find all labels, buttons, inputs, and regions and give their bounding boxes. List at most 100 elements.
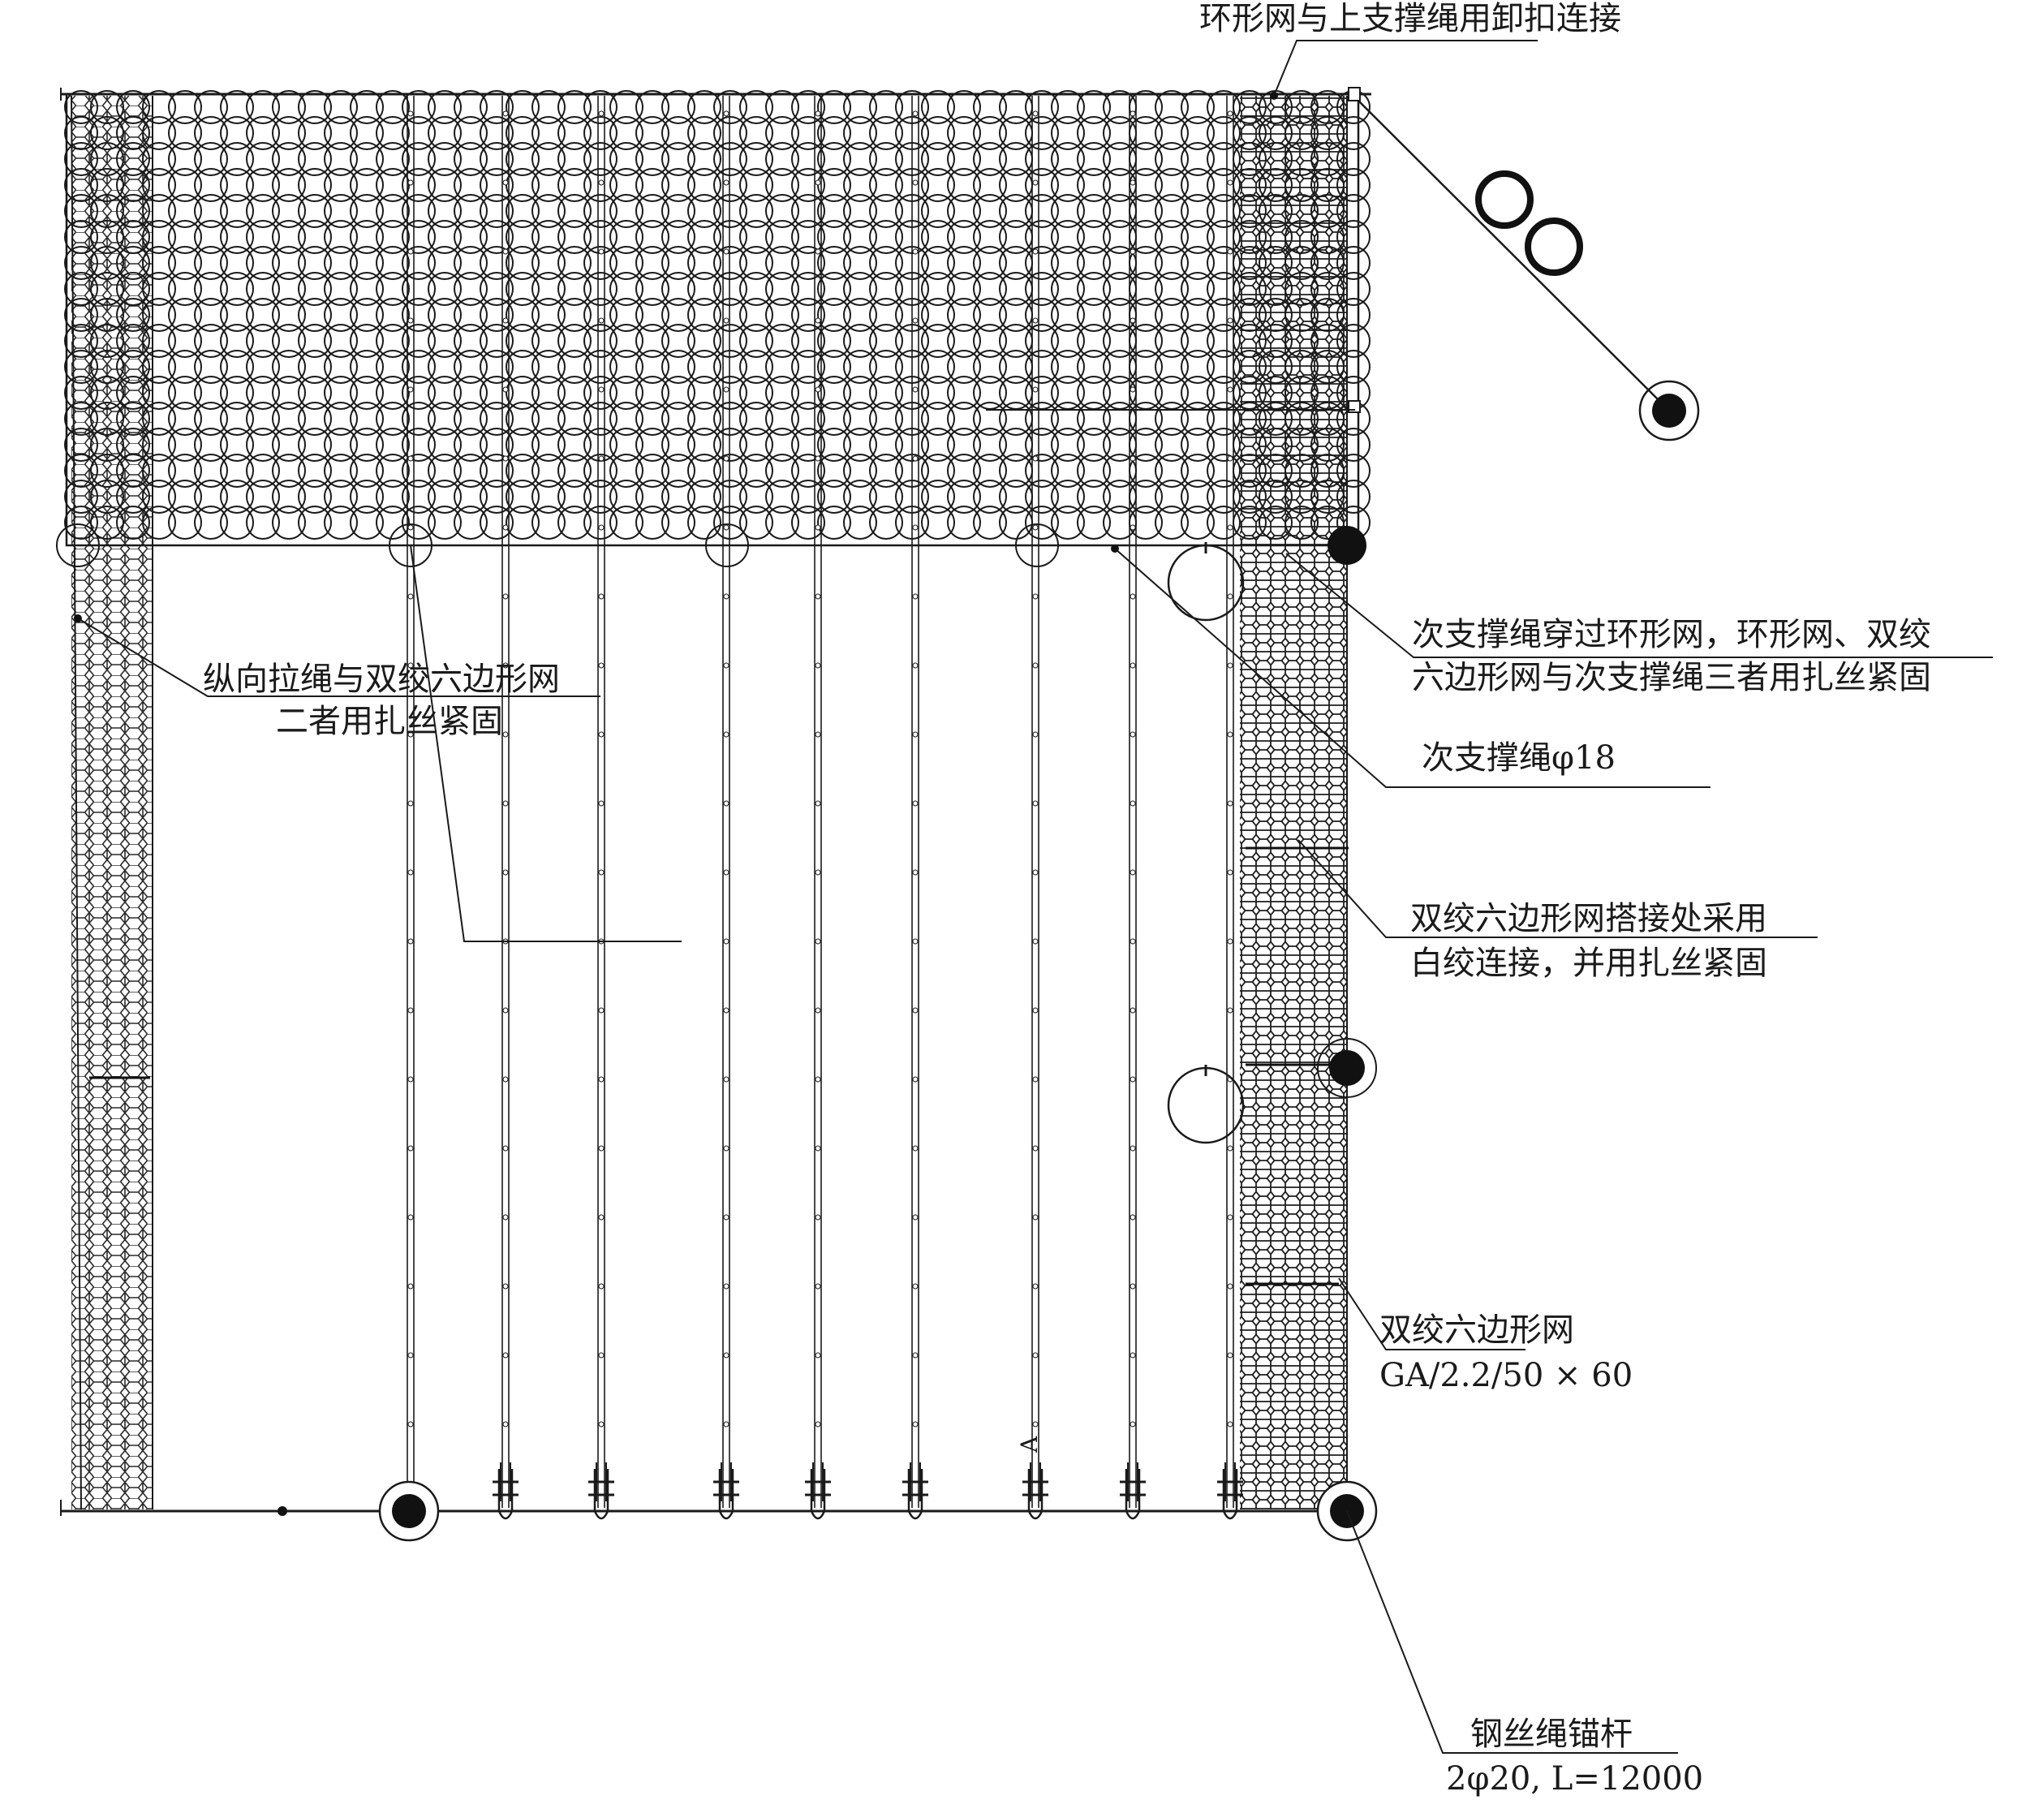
ring xyxy=(90,376,124,410)
ring xyxy=(713,142,747,176)
ring xyxy=(973,480,1007,514)
ring xyxy=(168,220,202,254)
ring xyxy=(142,194,176,228)
rope-tie-point xyxy=(1032,455,1039,462)
ring xyxy=(298,506,332,540)
anchor-right-mid xyxy=(1317,1038,1377,1098)
ring xyxy=(1284,506,1319,540)
ring xyxy=(1336,272,1371,306)
ring xyxy=(921,428,955,462)
rope-tie-point xyxy=(1032,662,1039,669)
ring xyxy=(1155,298,1189,332)
ring xyxy=(869,142,903,176)
ring xyxy=(531,116,566,150)
ring xyxy=(246,168,280,202)
ring xyxy=(999,116,1033,150)
ring xyxy=(583,272,618,306)
rope-tie-point xyxy=(815,1214,821,1221)
ring xyxy=(298,246,332,280)
ring xyxy=(272,454,306,488)
ring xyxy=(480,272,514,306)
rope-tie-point xyxy=(723,524,729,531)
rope-tie-point xyxy=(1227,800,1233,807)
ring xyxy=(869,428,903,462)
ring xyxy=(583,350,618,384)
label-anchor-line2: 2φ20, L=12000 xyxy=(1446,1760,1703,1798)
rope-tie-point xyxy=(912,1352,919,1359)
ring xyxy=(583,194,618,228)
rope-tie-point xyxy=(912,1421,919,1428)
ring xyxy=(999,506,1033,540)
ring xyxy=(869,480,903,514)
ring xyxy=(168,402,202,436)
ring xyxy=(1336,168,1371,202)
ring xyxy=(1077,272,1111,306)
rope-tie-point xyxy=(1227,317,1233,324)
ring xyxy=(869,90,903,124)
ring xyxy=(324,506,358,540)
rope-tie-point xyxy=(1032,731,1039,738)
ring xyxy=(64,272,98,306)
rope-tie-point xyxy=(723,593,729,600)
rope-tie-point xyxy=(723,1145,729,1152)
label-secondary-pass-line2: 六边形网与次支撑绳三者用扎丝紧固 xyxy=(1412,659,1931,696)
ring xyxy=(739,428,773,462)
ring xyxy=(90,90,124,124)
ring xyxy=(1284,220,1319,254)
rope-tie-point xyxy=(912,455,919,462)
ring xyxy=(1077,298,1111,332)
ring xyxy=(1155,90,1189,124)
ring xyxy=(557,298,592,332)
ring xyxy=(973,324,1007,358)
ring xyxy=(194,376,228,410)
rope-end-loop xyxy=(497,1469,514,1520)
ring xyxy=(739,506,773,540)
ring xyxy=(1129,350,1163,384)
ring xyxy=(194,90,228,124)
ring xyxy=(1284,90,1319,124)
ring xyxy=(506,168,540,202)
ring xyxy=(1155,194,1189,228)
ring xyxy=(1103,142,1137,176)
ring xyxy=(557,272,592,306)
rope-tie-point xyxy=(502,179,509,186)
ring xyxy=(739,298,773,332)
ring xyxy=(116,324,150,358)
ring xyxy=(272,298,306,332)
ring xyxy=(1077,324,1111,358)
rope-tie-point xyxy=(723,1076,729,1083)
ring xyxy=(1155,376,1189,410)
ring xyxy=(1051,428,1085,462)
ring xyxy=(557,454,592,488)
rope-tie-point xyxy=(502,1214,509,1221)
ring xyxy=(1077,142,1111,176)
ring xyxy=(324,246,358,280)
rope-tie-point xyxy=(815,317,821,324)
ring xyxy=(220,506,254,540)
node-circle-2 xyxy=(389,523,432,567)
ring xyxy=(376,376,410,410)
ring xyxy=(506,220,540,254)
ring xyxy=(168,168,202,202)
ring xyxy=(531,350,566,384)
ring xyxy=(142,142,176,176)
rope-tie-point xyxy=(598,800,605,807)
ring xyxy=(739,376,773,410)
ring xyxy=(921,246,955,280)
ring xyxy=(999,272,1033,306)
rope-tie-point xyxy=(407,1145,414,1152)
ring xyxy=(1259,454,1293,488)
leader-dot-secondary xyxy=(1111,545,1119,553)
ring xyxy=(324,220,358,254)
ring xyxy=(635,142,669,176)
ring xyxy=(1025,324,1059,358)
ring xyxy=(843,428,877,462)
ring xyxy=(1284,402,1319,436)
ring xyxy=(557,324,592,358)
ring xyxy=(739,90,773,124)
rope-tie-point xyxy=(407,869,414,876)
ring xyxy=(1310,116,1345,150)
ring xyxy=(973,246,1007,280)
ring xyxy=(661,194,695,228)
